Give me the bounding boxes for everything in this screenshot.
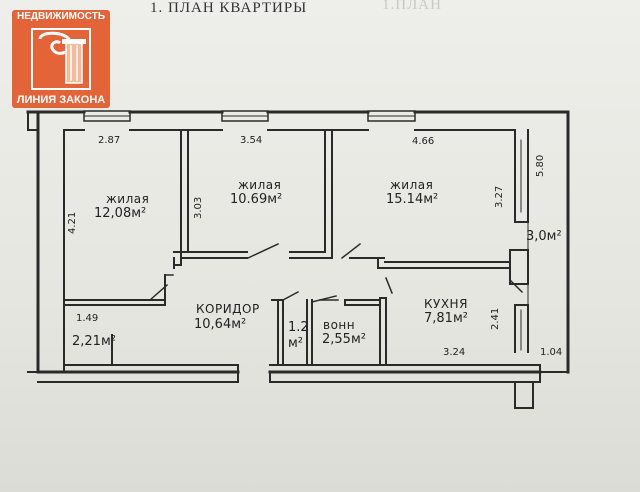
dim-3-24: 3.24	[443, 347, 466, 358]
kitchen-area: 7,81м²	[424, 311, 468, 326]
room1-name: жилая	[106, 192, 150, 206]
logo-top-text: НЕДВИЖИМОСТЬ	[16, 11, 106, 22]
column-emblem-icon	[31, 28, 91, 90]
room3-area: 15.14м²	[386, 192, 439, 207]
room1-area: 12,08м²	[94, 206, 147, 221]
bath-area: 2,55м²	[322, 332, 366, 347]
dim-3-03: 3.03	[193, 196, 204, 219]
logo-bottom-text: ЛИНИЯ ЗАКОНА	[16, 94, 106, 106]
corridor-name: КОРИДОР	[196, 302, 260, 316]
dim-3-27: 3.27	[494, 185, 505, 208]
dim-3-54: 3.54	[240, 135, 263, 146]
balcony-box	[509, 249, 529, 285]
dim-5-80: 5.80	[535, 154, 546, 177]
faded-title: 1.ПЛАН	[382, 0, 442, 13]
room2-area: 10.69м²	[230, 192, 283, 207]
corridor-area: 10,64м²	[194, 317, 247, 332]
closet-area-value: 1.2	[288, 320, 309, 335]
room3-name: жилая	[390, 178, 434, 192]
dim-2-41: 2.41	[490, 307, 501, 330]
bath-name: вонн	[323, 318, 356, 332]
closet-area-unit: м²	[288, 336, 304, 351]
balcony-area: 3,0м²	[526, 229, 562, 244]
room2-name: жилая	[238, 178, 282, 192]
dim-1-49: 1.49	[76, 313, 99, 324]
dim-1-04: 1.04	[540, 347, 563, 358]
dim-2-87: 2.87	[98, 135, 121, 146]
dim-4-21: 4.21	[67, 211, 78, 234]
dim-4-66: 4.66	[412, 136, 435, 147]
storage-area: 2,21м²	[72, 334, 116, 349]
page-title: 1. ПЛАН КВАРТИРЫ	[150, 0, 308, 16]
agency-logo: НЕДВИЖИМОСТЬ ЛИНИЯ ЗАКОНА	[12, 10, 110, 108]
kitchen-name: КУХНЯ	[424, 297, 468, 311]
